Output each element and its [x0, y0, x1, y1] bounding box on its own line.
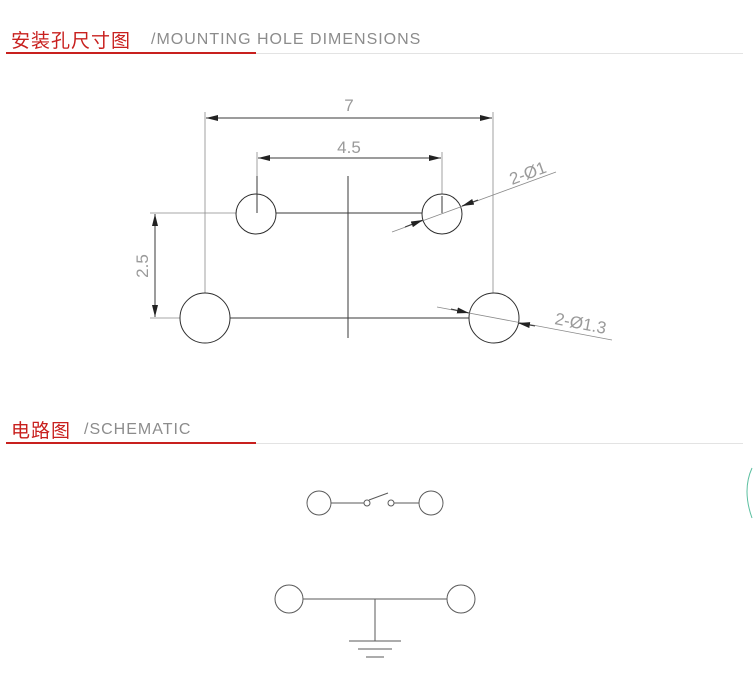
outer-width-label: 7 [344, 96, 353, 115]
mounting-title-cn: 安装孔尺寸图 [11, 30, 132, 52]
schematic-section-header: 电路图 /SCHEMATIC [6, 414, 743, 444]
leader-arrow [517, 322, 536, 329]
header-accent-bar [6, 442, 256, 444]
large-hole-left [179, 292, 231, 344]
header-accent-bar [6, 52, 256, 54]
schematic-title-en: /SCHEMATIC [84, 421, 192, 438]
switch-lever [368, 492, 389, 501]
ground-terminal-left [274, 584, 304, 614]
switch-terminal-right [418, 490, 444, 516]
inner-width-label: 4.5 [337, 138, 361, 157]
small-holes-label: 2-Ø1 [507, 158, 549, 189]
switch-contact [387, 499, 395, 507]
leader-arrow [450, 307, 470, 314]
leader-arrow [461, 198, 479, 207]
ground-terminal-right [446, 584, 476, 614]
switch-contact [363, 499, 371, 507]
schematic-title-cn: 电路图 [11, 420, 72, 442]
mounting-hole-diagram: 7 4.5 2.5 2-Ø1 2-Ø1.3 [133, 96, 613, 344]
header-divider [6, 443, 743, 444]
header-divider [6, 53, 743, 54]
mounting-section-header: 安装孔尺寸图 /MOUNTING HOLE DIMENSIONS [6, 24, 743, 54]
switch-terminal-left [306, 490, 332, 516]
schematic-diagram [274, 490, 476, 658]
mounting-title-en: /MOUNTING HOLE DIMENSIONS [151, 31, 422, 48]
height-label: 2.5 [133, 254, 152, 278]
edge-graphic-fragment [746, 467, 753, 519]
small-hole-left [235, 193, 277, 235]
leader-arrow [404, 219, 424, 228]
large-holes-label: 2-Ø1.3 [553, 309, 608, 338]
